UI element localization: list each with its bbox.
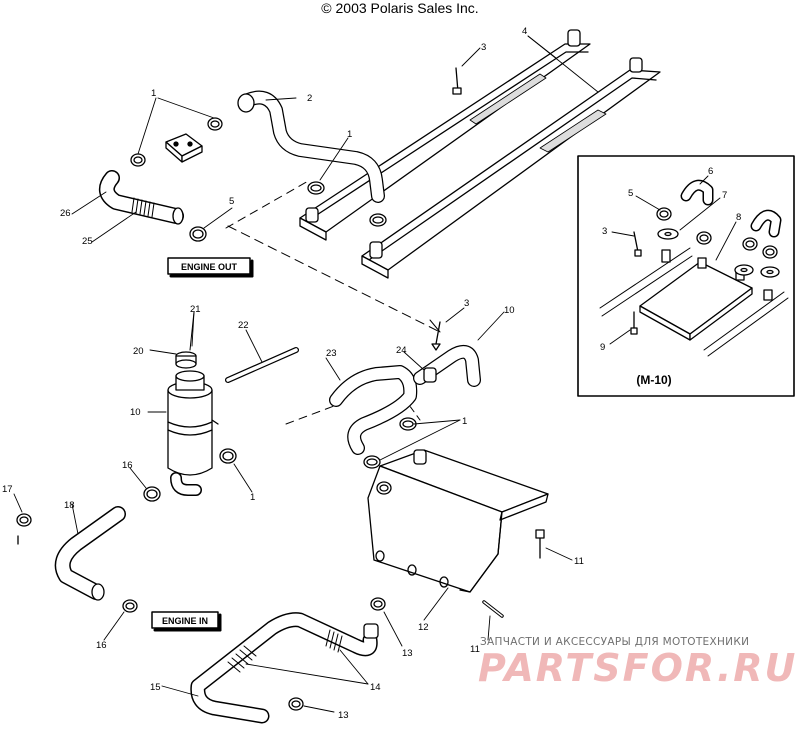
callout-16: 16	[96, 640, 107, 651]
leader-lines	[13, 35, 599, 713]
watermark-tagline: ЗАПЧАСТИ И АКСЕССУАРЫ ДЛЯ МОТОТЕХНИКИ	[480, 636, 750, 648]
clamp	[219, 448, 237, 464]
callout-3: 3	[481, 42, 486, 53]
inset-callout-6: 6	[708, 166, 713, 177]
bolt-11	[535, 529, 545, 559]
bolt-3	[452, 67, 462, 95]
clamp	[288, 697, 304, 711]
clamp	[363, 455, 381, 469]
copyright-notice: © 2003 Polaris Sales Inc.	[321, 0, 479, 16]
callout-23: 23	[326, 348, 337, 359]
callout-10: 10	[504, 305, 515, 316]
clamp	[16, 513, 32, 545]
hose-15	[190, 612, 379, 724]
engine-out-label: ENGINE OUT	[181, 262, 238, 272]
fitting	[305, 207, 319, 223]
callout-5: 5	[229, 196, 234, 207]
inset-callout-7: 7	[722, 190, 727, 201]
callout-18: 18	[64, 500, 75, 511]
callout-1: 1	[151, 88, 156, 99]
callout-1: 1	[250, 492, 255, 503]
hose-sleeve-14	[227, 629, 343, 673]
callout-10: 10	[130, 407, 141, 418]
bolt-11	[482, 600, 504, 618]
clamp	[307, 181, 325, 195]
hose-sleeve-25	[131, 197, 155, 218]
callout-1: 1	[347, 129, 352, 140]
hose-2	[237, 90, 385, 203]
bleeder-screw-3	[431, 321, 441, 351]
callout-13: 13	[338, 710, 349, 721]
clamp	[122, 599, 138, 613]
callout-13: 13	[402, 648, 413, 659]
clamp	[207, 117, 223, 131]
callout-16: 16	[122, 460, 133, 471]
fitting	[567, 29, 581, 47]
callout-12: 12	[418, 622, 429, 633]
clamp	[369, 213, 387, 227]
callout-21: 21	[190, 304, 201, 315]
callout-17: 17	[2, 484, 13, 495]
fitting	[369, 241, 383, 259]
elbow-6	[680, 179, 782, 238]
inset-callout-8: 8	[736, 212, 741, 223]
hose-23	[329, 365, 418, 455]
callout-26: 26	[60, 208, 71, 219]
reservoir-cap	[175, 351, 197, 369]
engine-in-label: ENGINE IN	[162, 616, 208, 626]
coolant-reservoir	[167, 370, 219, 496]
watermark-logo: PARTSFOR.RU	[478, 646, 798, 690]
hose-18	[54, 506, 126, 601]
rod-22	[225, 347, 299, 383]
hose-24	[413, 344, 481, 387]
callout-2: 2	[307, 93, 312, 104]
hose-26	[98, 170, 184, 225]
callout-14: 14	[370, 682, 381, 693]
callout-11: 11	[574, 556, 584, 567]
callout-1: 1	[462, 416, 467, 427]
engine-out-box	[167, 257, 254, 278]
inset-callout-3: 3	[602, 226, 607, 237]
inset-title: (M-10)	[636, 373, 671, 387]
clamp	[376, 481, 392, 495]
clamp	[143, 486, 161, 502]
heat-exchanger-rail-lower	[361, 57, 661, 279]
callout-11: 11	[470, 644, 480, 655]
clamp	[189, 226, 207, 242]
callout-22: 22	[238, 320, 249, 331]
inset-callout-9: 9	[600, 342, 605, 353]
clamp	[370, 597, 386, 611]
callout-3: 3	[464, 298, 469, 309]
callout-24: 24	[396, 345, 407, 356]
callout-25: 25	[82, 236, 93, 247]
tee-connector	[165, 133, 203, 163]
clamp	[130, 153, 146, 167]
callout-20: 20	[133, 346, 144, 357]
callout-15: 15	[150, 682, 161, 693]
fitting	[629, 57, 643, 73]
engine-in-box	[151, 611, 222, 632]
inset-callout-5: 5	[628, 188, 633, 199]
inset-m10-content	[599, 175, 789, 357]
heat-exchanger-12	[367, 449, 549, 593]
callout-4: 4	[522, 26, 527, 37]
